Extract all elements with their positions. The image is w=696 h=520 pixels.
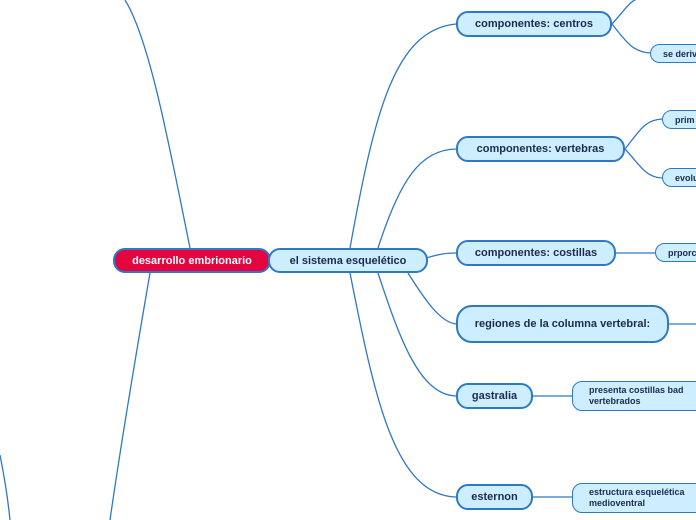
connector-vertebras	[377, 148, 457, 249]
connector-esternon	[349, 272, 457, 498]
connector-costillas	[425, 252, 457, 259]
branch-gastralia[interactable]: gastralia	[456, 383, 533, 409]
connector-centros-top	[611, 0, 637, 25]
branch-esternon[interactable]: esternon	[456, 484, 533, 510]
leaf-evolu[interactable]: evolu	[662, 168, 696, 187]
main-topic-node[interactable]: el sistema esquelético	[268, 248, 428, 273]
connector-centros-leaf	[611, 23, 651, 54]
connector-vertebras-leaf1	[624, 118, 663, 150]
connector-regiones	[407, 272, 457, 325]
connector-root-up	[124, 0, 191, 249]
leaf-estructura-esqueletica[interactable]: estructura esquelética medioventral	[572, 483, 696, 513]
connector-left-edge	[0, 454, 11, 520]
connector-vertebras-leaf2	[624, 148, 663, 179]
leaf-presenta-costillas[interactable]: presenta costillas bad vertebrados	[572, 381, 696, 411]
connector-root-down	[109, 272, 151, 520]
branch-componentes-costillas[interactable]: componentes: costillas	[456, 240, 616, 266]
branch-componentes-centros[interactable]: componentes: centros	[456, 11, 612, 37]
branch-regiones-columna[interactable]: regiones de la columna vertebral:	[456, 305, 669, 343]
connector-gastralia	[377, 272, 457, 397]
connector-centros	[349, 23, 457, 249]
leaf-prporc[interactable]: prporc	[655, 243, 696, 262]
leaf-prim[interactable]: prim	[662, 110, 696, 129]
branch-componentes-vertebras[interactable]: componentes: vertebras	[456, 136, 625, 162]
leaf-se-deriva[interactable]: se deriv	[650, 44, 696, 63]
root-node[interactable]: desarrollo embrionario	[113, 248, 271, 273]
